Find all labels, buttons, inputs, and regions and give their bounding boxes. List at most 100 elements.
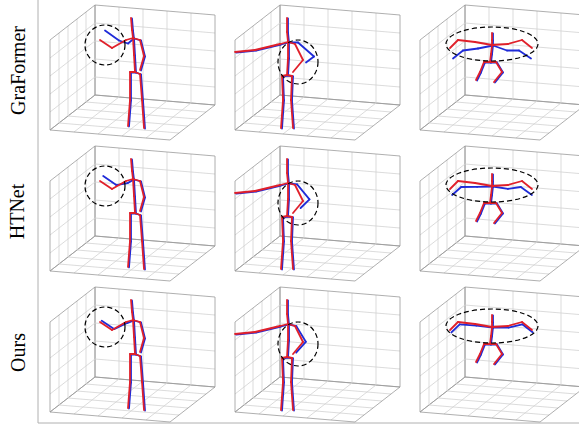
bone-segment [131, 18, 132, 30]
bone-segment [288, 184, 290, 200]
grid-line [465, 41, 579, 51]
bone-segment [142, 382, 144, 410]
grid-line [420, 59, 465, 94]
grid-line [420, 40, 421, 130]
grid-line [271, 294, 272, 384]
grid-line [489, 7, 490, 97]
grid-line [50, 40, 51, 130]
grid-line [235, 323, 280, 358]
grid-line [280, 236, 400, 246]
bone-segment [280, 42, 288, 44]
grid-line [50, 182, 95, 217]
bone-segment [291, 358, 292, 382]
grid-line [50, 412, 170, 422]
grid-line [468, 99, 513, 134]
bone-segment [478, 46, 493, 49]
bone-segment [492, 44, 508, 45]
grid-line [465, 236, 579, 246]
bone-segment [492, 46, 493, 55]
grid-line [331, 103, 376, 138]
grid-line [235, 182, 280, 217]
bone-segment [519, 51, 531, 59]
grid-line [77, 160, 78, 250]
grid-line [420, 41, 465, 76]
grid-line [262, 301, 263, 391]
grid-line [561, 154, 562, 244]
bone-segment [493, 327, 509, 329]
bone-segment [286, 300, 288, 314]
bone-segment [133, 38, 134, 55]
grid-line [400, 156, 401, 246]
bone-segment [481, 63, 485, 73]
grid-line [50, 322, 51, 412]
bone-segment [493, 187, 508, 189]
bone-segment [492, 316, 494, 323]
grid-line [420, 412, 540, 422]
bone-segment [283, 218, 284, 242]
grid-line [86, 294, 87, 384]
grid-line [420, 377, 465, 412]
grid-line [280, 377, 400, 387]
grid-line [95, 146, 96, 236]
grid-line [513, 291, 514, 381]
grid-line [68, 167, 69, 257]
bone-segment [490, 195, 491, 203]
bone-segment [291, 76, 292, 100]
grid-line [235, 95, 280, 130]
grid-line [307, 101, 352, 136]
grid-line [331, 244, 376, 279]
plot-panel [235, 287, 400, 422]
grid-line [235, 5, 280, 40]
bone-segment [129, 383, 131, 409]
grid-line [235, 377, 280, 412]
grid-line [262, 19, 263, 109]
bone-segment [522, 40, 532, 48]
grid-line [262, 160, 263, 250]
grid-line [50, 200, 95, 235]
grid-line [489, 289, 490, 379]
bone-segment [141, 357, 143, 383]
grid-line [259, 238, 304, 273]
bone-segment [140, 181, 144, 197]
grid-line [95, 95, 215, 105]
grid-line [262, 250, 382, 260]
grid-line [59, 405, 179, 415]
grid-line [95, 77, 215, 87]
bone-segment [291, 100, 293, 128]
grid-line [95, 146, 215, 156]
grid-line [50, 164, 95, 199]
bone-segment [292, 101, 294, 129]
grid-line [465, 287, 466, 377]
bone-segment [129, 354, 131, 382]
bone-segment [480, 62, 484, 72]
bone-segment [112, 181, 126, 189]
grid-line [50, 130, 170, 140]
bone-segment [140, 322, 144, 338]
grid-line [420, 287, 465, 322]
grid-line [429, 174, 430, 264]
highlight-ellipse [446, 309, 538, 343]
bone-segment [450, 181, 458, 189]
bone-segment [522, 181, 532, 189]
bone-segment [288, 33, 289, 43]
grid-line [244, 405, 364, 415]
grid-line [438, 116, 558, 126]
grid-line [444, 97, 489, 132]
grid-line [235, 41, 280, 76]
grid-line [253, 257, 373, 267]
bone-segment [492, 175, 494, 182]
bone-segment [287, 324, 289, 340]
grid-line [465, 95, 579, 105]
grid-line [50, 41, 95, 76]
grid-line [119, 7, 120, 97]
grid-line [262, 391, 382, 401]
bone-segment [450, 322, 458, 330]
grid-line [253, 308, 254, 398]
bone-segment [292, 77, 293, 101]
bone-segment [141, 198, 145, 212]
bone-segment [461, 186, 477, 188]
bone-segment [292, 242, 294, 270]
bone-segment [492, 187, 493, 196]
grid-line [50, 341, 95, 376]
